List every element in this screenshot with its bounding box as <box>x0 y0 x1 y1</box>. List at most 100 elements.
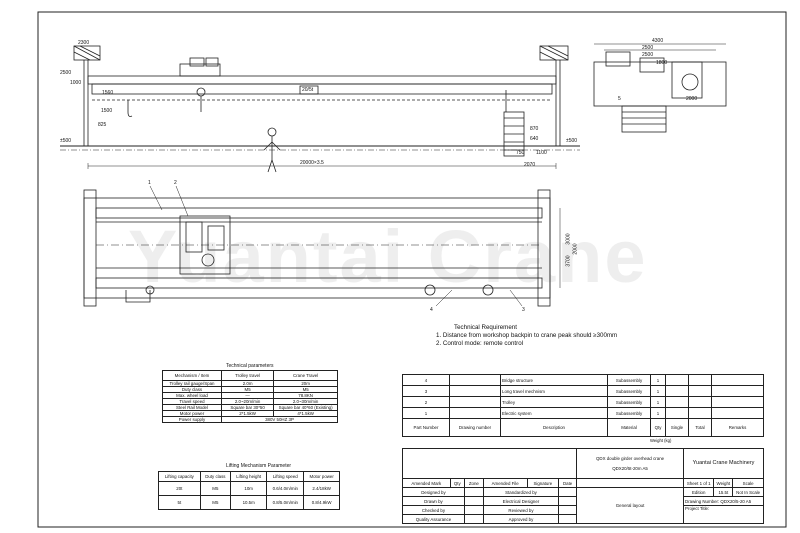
table-cell <box>449 407 501 419</box>
dim-label: 20/5t <box>302 87 314 93</box>
table-cell <box>449 396 501 408</box>
rev-head: Amended Mark <box>402 478 451 488</box>
tech-req-item: 2. Control mode: remote control <box>436 340 524 347</box>
dim-label: 2070 <box>524 162 536 168</box>
table-cell: Electric system <box>500 407 608 419</box>
plan-girder-top <box>95 207 543 219</box>
table-cell: Subassembly <box>607 396 651 408</box>
signoff-label: Approved by <box>482 514 560 524</box>
tech-params-title: Technical parameters <box>226 363 274 369</box>
rev-head: Signature <box>526 478 560 488</box>
dim-label: 5 <box>618 96 621 102</box>
main-girder <box>87 75 557 85</box>
table-cell: 3 <box>402 385 450 397</box>
table-cell: 1 <box>402 407 450 419</box>
table-cell <box>449 385 501 397</box>
table-cell: Long travel mechnism <box>500 385 608 397</box>
callout-label: 4 <box>430 307 433 313</box>
right-hatch <box>539 45 569 61</box>
left-hatch <box>73 45 101 61</box>
table-cell <box>449 374 501 386</box>
plan-trolley <box>179 215 231 275</box>
weight-label: Weight <box>713 478 734 488</box>
table-head: Motor power <box>303 471 340 482</box>
end-girder <box>91 83 553 95</box>
table-cell: M5 <box>199 481 232 496</box>
drawing-number: Drawing Number: QDX20/5-20 A5 <box>683 496 764 506</box>
dim-label: 2500 <box>642 52 654 58</box>
signoff-label: Electrical Designer <box>482 496 560 506</box>
scale-value: Not In Scale <box>732 487 764 497</box>
rev-head: Amended File <box>482 478 528 488</box>
tech-params-table: Mechanism / Item Trolley travel Crane Tr… <box>162 370 339 423</box>
dim-label: 4300 <box>652 38 664 44</box>
side-frame <box>593 61 727 107</box>
table-cell: 4 <box>402 374 450 386</box>
model-text: QDX20/5t-20m A5 <box>612 466 648 471</box>
scale-label: Scale <box>732 478 764 488</box>
technical-requirement: Technical Requirement 1. Distance from w… <box>436 324 617 348</box>
table-head: Remarks <box>711 418 764 437</box>
table-cell: 1 <box>650 385 666 397</box>
table-head: Material <box>607 418 651 437</box>
table-head: Description <box>500 418 608 437</box>
dim-label: 1000 <box>70 80 82 86</box>
watermark-text: Yuantai Crane <box>128 215 648 298</box>
table-cell: Subassembly <box>607 407 651 419</box>
plan-outline <box>83 197 551 299</box>
table-cell: Power supply <box>162 416 222 423</box>
dim-label: 2500 <box>642 45 654 51</box>
table-cell: 2.4/18kW <box>303 481 340 496</box>
dim-label: 1800 <box>656 60 668 66</box>
hook-block <box>621 105 667 133</box>
dim-label: 750 <box>516 150 525 156</box>
plan-view <box>83 185 561 307</box>
rev-head: Qty <box>449 478 465 488</box>
signoff-label: Checked by <box>402 505 465 515</box>
weight-value: 15.5t <box>713 487 734 497</box>
company-name: Yuantai Crane Machinery <box>683 448 764 479</box>
table-head: Part Number <box>402 418 450 437</box>
table-cell: 1 <box>650 407 666 419</box>
lifting-table: Lifting capacity Duty class Lifting heig… <box>158 471 340 510</box>
dim-label: 3700 <box>565 255 572 267</box>
total-label: Total <box>695 425 705 430</box>
edition-label: Edition <box>683 487 715 497</box>
table-head: Mechanism / Item <box>162 370 222 381</box>
sheet-label: Sheet 1 of 1 <box>683 478 715 488</box>
table-head: Lifting speed <box>266 471 305 482</box>
rev-head: Date <box>558 478 578 488</box>
table-cell: Bridge structure <box>500 374 608 386</box>
table-cell: M5 <box>199 495 232 510</box>
table-cell: 2 <box>402 396 450 408</box>
dim-label: 2300 <box>78 40 90 46</box>
span-dim-label: 20000×3.5 <box>300 160 324 166</box>
trolley-top <box>179 63 221 77</box>
table-cell: 20t <box>158 481 201 496</box>
table-cell: 1 <box>650 396 666 408</box>
table-head: Drawing number <box>449 418 501 437</box>
signoff-label: Standardized by <box>482 487 560 497</box>
table-cell: Square bar 40*60 (Existing) <box>273 404 338 411</box>
signoff-label: Reviewed by <box>482 505 560 515</box>
signoff-label: Drawn by <box>402 496 465 506</box>
table-head: Crane Travel <box>273 370 338 381</box>
table-cell: 0.8/5.0m/min <box>266 495 305 510</box>
table-cell: Trolley rail gauge/Span <box>162 380 222 387</box>
left-wall-top <box>73 45 101 61</box>
table-head: Trolley travel <box>220 370 275 381</box>
table-head: Duty class <box>199 471 232 482</box>
person-icon <box>267 127 277 137</box>
callout-label: 3 <box>522 307 525 313</box>
table-cell: 10.5m <box>229 495 268 510</box>
right-wall-top <box>539 45 569 61</box>
dim-label: 825 <box>98 122 107 128</box>
dim-label: 1560 <box>102 90 114 96</box>
table-cell: 0.8/4.9kW <box>303 495 340 510</box>
callout-label: 1 <box>148 180 151 186</box>
product-text: QDX double girder overhead crane <box>595 456 665 461</box>
